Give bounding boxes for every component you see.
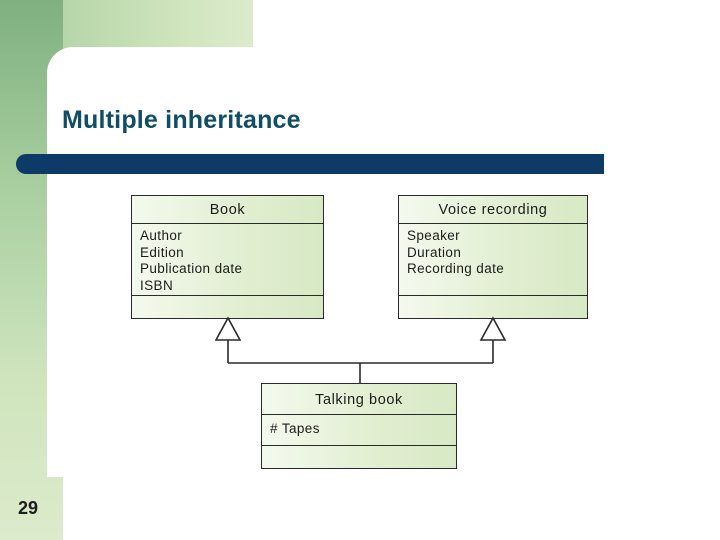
uml-attribute: Edition	[140, 244, 185, 260]
uml-class-name-talking-book: Talking book	[262, 384, 456, 415]
uml-class-book[interactable]: Book Author Edition Publication date ISB…	[131, 195, 324, 319]
page-number: 29	[18, 498, 39, 518]
uml-attribute: ISBN	[140, 277, 174, 293]
uml-attributes-voice-recording: Speaker Duration Recording date	[399, 224, 587, 296]
generalization-arrow-book	[214, 316, 242, 341]
uml-class-voice-recording[interactable]: Voice recording Speaker Duration Recordi…	[398, 195, 588, 319]
uml-attribute: Duration	[407, 244, 462, 260]
uml-attribute: Recording date	[407, 261, 505, 276]
uml-operations-book	[132, 296, 323, 316]
uml-class-name-book: Book	[132, 196, 323, 224]
uml-attributes-talking-book: # Tapes	[262, 415, 456, 446]
uml-attribute: Speaker	[407, 228, 461, 243]
uml-class-talking-book[interactable]: Talking book # Tapes	[261, 383, 457, 469]
uml-attributes-book: Author Edition Publication date ISBN	[132, 224, 323, 296]
title-underline-bar	[16, 154, 604, 174]
generalization-arrow-voice-recording	[479, 316, 507, 341]
uml-attribute: # Tapes	[270, 421, 320, 436]
page-title: Multiple inheritance	[62, 106, 301, 134]
uml-operations-voice-recording	[399, 296, 587, 316]
uml-attribute: Author	[140, 228, 183, 243]
uml-attribute: Publication date	[140, 261, 243, 276]
uml-operations-talking-book	[262, 446, 456, 466]
uml-class-name-voice-recording: Voice recording	[399, 196, 587, 224]
